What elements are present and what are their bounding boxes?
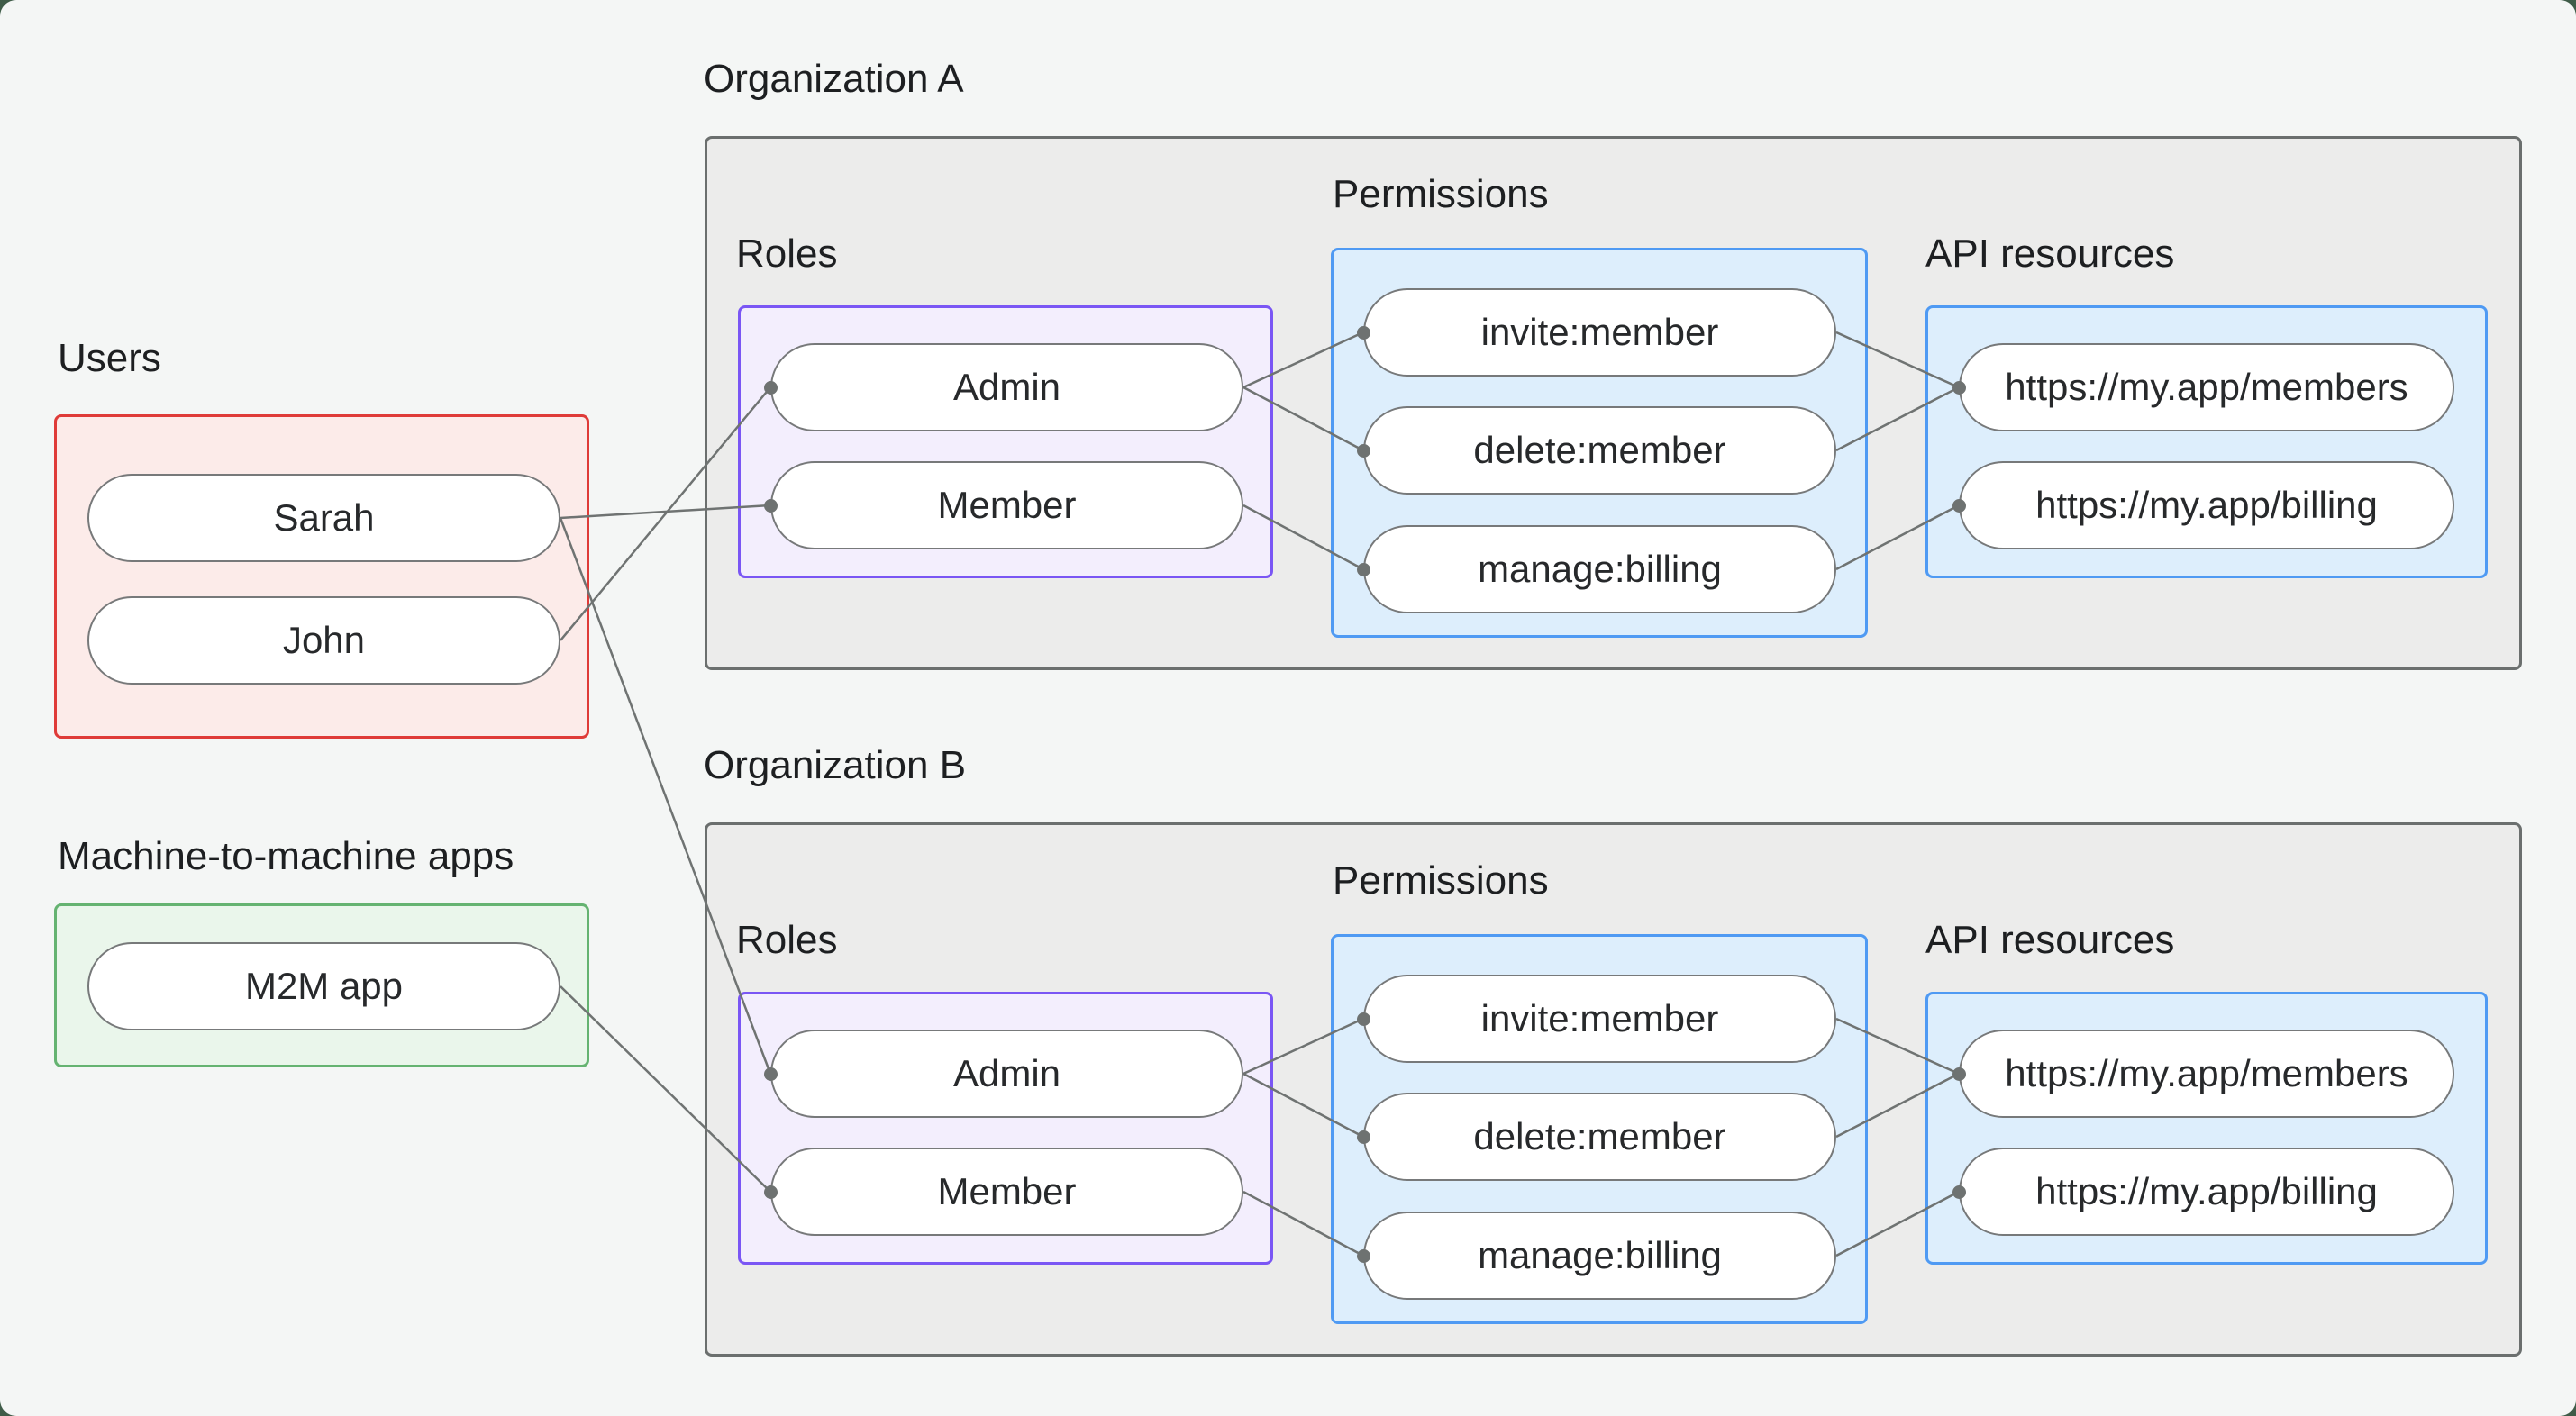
org-b-roles-label: Roles: [736, 918, 838, 962]
user-node-sarah: Sarah: [87, 474, 560, 562]
connector-dot: [764, 1067, 778, 1081]
role-label: Admin: [952, 1052, 1061, 1094]
m2m-label: Machine-to-machine apps: [58, 834, 514, 878]
org-a-roles-label: Roles: [736, 231, 838, 276]
connector-dot: [1357, 325, 1370, 340]
org-b-role-admin: Admin: [764, 1030, 1243, 1118]
connector-dot: [1952, 498, 1966, 513]
connector-dot: [1952, 380, 1966, 395]
org-b-permission-manage-billing: manage:billing: [1357, 1212, 1836, 1300]
permission-label: delete:member: [1473, 1115, 1726, 1157]
org-a-permission-manage-billing: manage:billing: [1357, 525, 1836, 613]
connector-dot: [1357, 562, 1370, 576]
role-label: Member: [937, 484, 1077, 526]
permission-label: invite:member: [1480, 997, 1719, 1039]
connector-dot: [764, 498, 778, 513]
org-a-role-member: Member: [764, 461, 1243, 549]
org-a-api-label: API resources: [1925, 231, 2175, 276]
connector-dot: [764, 380, 778, 395]
org-a-permission-delete-member: delete:member: [1357, 406, 1836, 495]
org-b-title: Organization B: [704, 743, 967, 787]
users-group-box: [54, 414, 589, 739]
api-resource-label: https://my.app/members: [2005, 1052, 2408, 1094]
api-resource-label: https://my.app/members: [2005, 366, 2408, 408]
role-label: Admin: [952, 366, 1061, 408]
permission-label: manage:billing: [1478, 548, 1722, 590]
user-node-john: John: [87, 596, 560, 685]
permission-label: manage:billing: [1478, 1234, 1722, 1276]
connector-dot: [1357, 443, 1370, 458]
api-resource-label: https://my.app/billing: [2035, 1170, 2378, 1212]
org-a-title: Organization A: [704, 57, 964, 101]
org-b-api-billing: https://my.app/billing: [1952, 1148, 2454, 1236]
org-b-api-members: https://my.app/members: [1952, 1030, 2454, 1118]
role-label: Member: [937, 1170, 1077, 1212]
org-b-api-label: API resources: [1925, 918, 2175, 962]
users-label: Users: [58, 336, 161, 380]
org-a-permissions-label: Permissions: [1333, 172, 1549, 216]
org-a-role-admin: Admin: [764, 343, 1243, 431]
org-b-permission-delete-member: delete:member: [1357, 1093, 1836, 1181]
connector-dot: [1952, 1067, 1966, 1081]
org-a-api-members: https://my.app/members: [1952, 343, 2454, 431]
connector-dot: [764, 1185, 778, 1199]
connector-dot: [1357, 1130, 1370, 1144]
m2m-app-label: M2M app: [244, 965, 404, 1007]
org-b-permission-invite-member: invite:member: [1357, 975, 1836, 1063]
user-node-label: Sarah: [273, 496, 375, 539]
connector-dot: [1357, 1012, 1370, 1026]
org-b-role-member: Member: [764, 1148, 1243, 1236]
permission-label: delete:member: [1473, 429, 1726, 471]
org-b-permissions-label: Permissions: [1333, 858, 1549, 903]
api-resource-label: https://my.app/billing: [2035, 484, 2378, 526]
m2m-app-node: M2M app: [87, 942, 560, 1030]
permission-label: invite:member: [1480, 311, 1719, 353]
org-a-permission-invite-member: invite:member: [1357, 288, 1836, 377]
org-a-api-billing: https://my.app/billing: [1952, 461, 2454, 549]
user-node-label: John: [282, 619, 366, 661]
connector-dot: [1357, 1248, 1370, 1263]
connector-dot: [1952, 1185, 1966, 1199]
